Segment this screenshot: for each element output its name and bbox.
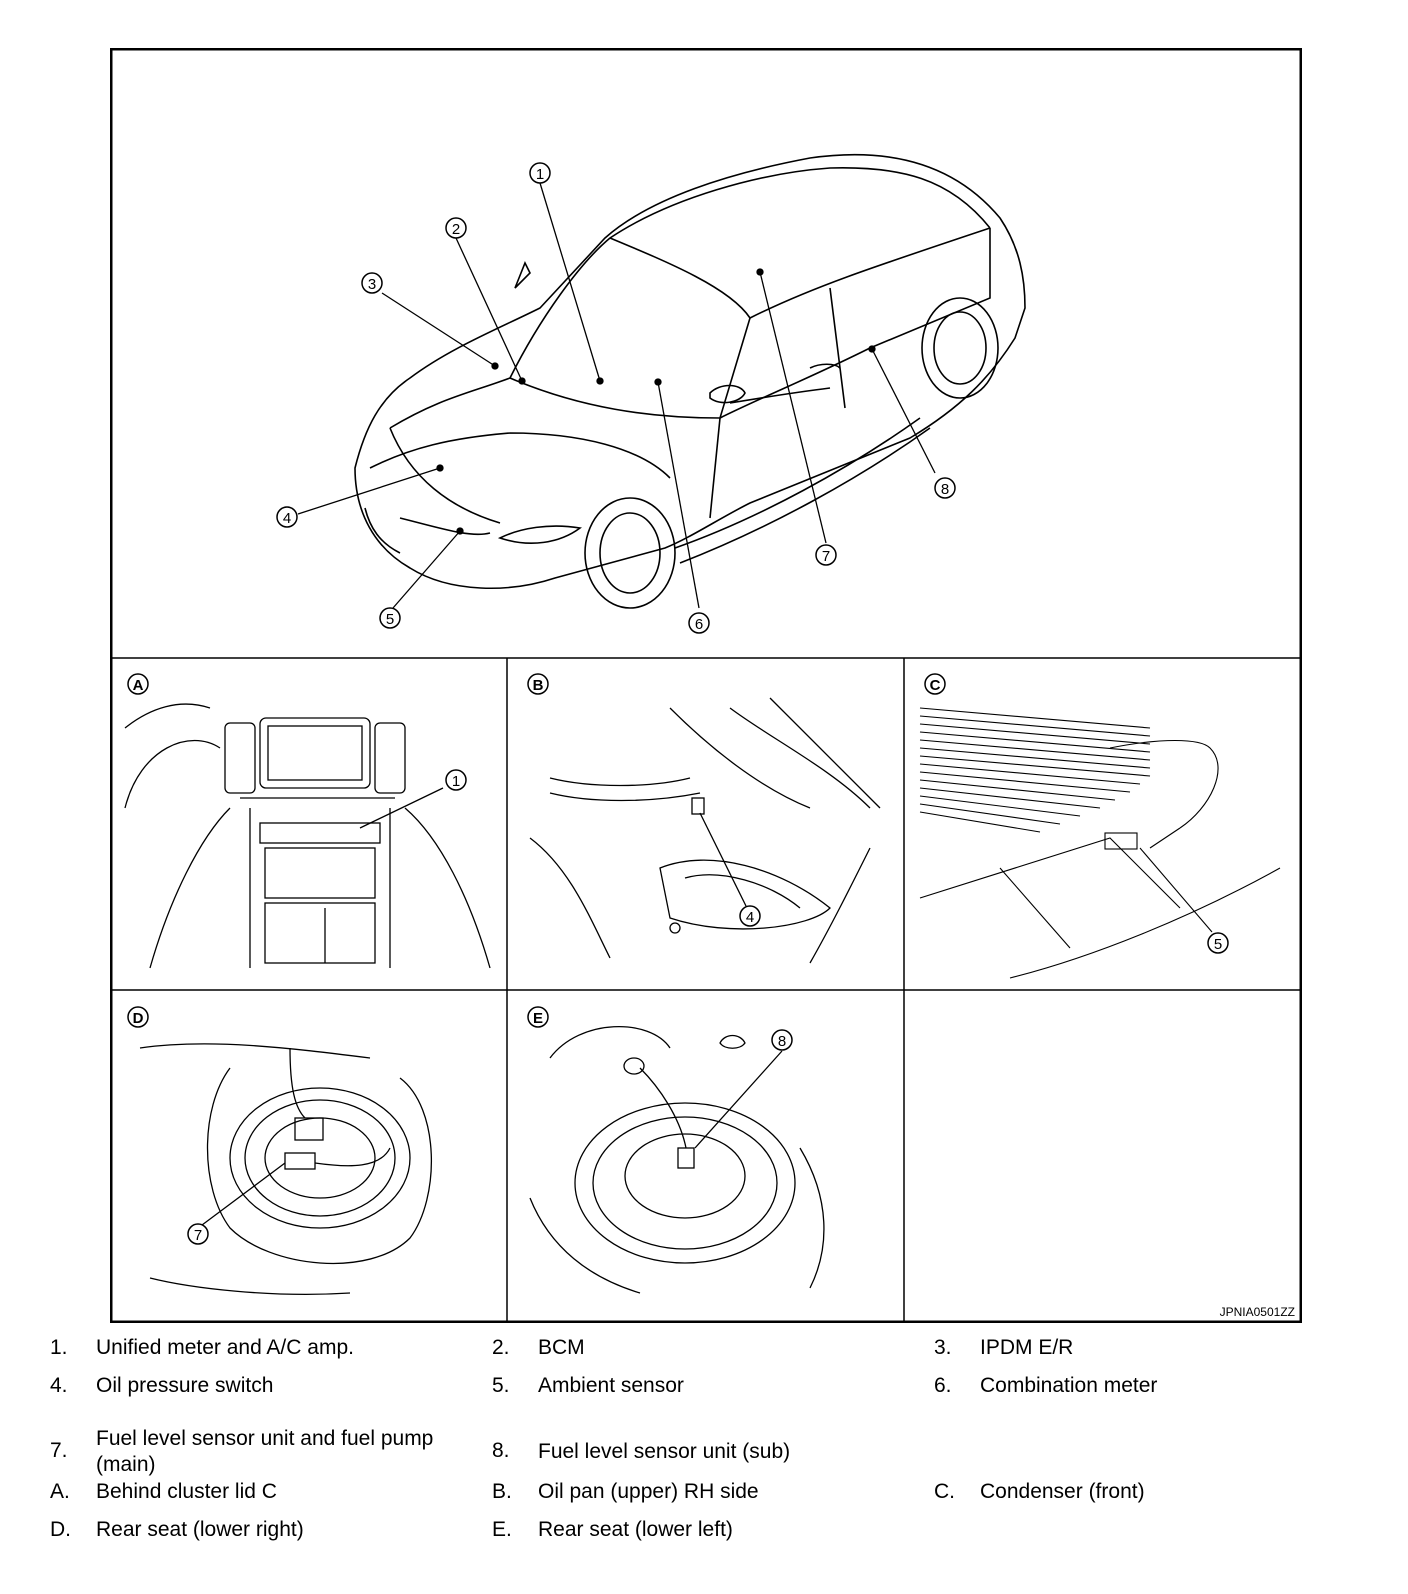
- legend-number: 3.: [934, 1336, 952, 1359]
- callout-5: 5: [379, 607, 401, 629]
- legend-text: Oil pressure switch: [96, 1374, 274, 1397]
- legend-text: Ambient sensor: [538, 1374, 684, 1397]
- legend-text: Fuel level sensor unit and fuel pump (ma…: [96, 1427, 434, 1476]
- panel-c-callout: 5: [1214, 936, 1222, 953]
- legend-text: Fuel level sensor unit (sub): [538, 1440, 791, 1463]
- panel-a-callout: 1: [452, 773, 460, 790]
- legend-number: 6.: [934, 1374, 952, 1397]
- callout-5-label: 5: [386, 611, 394, 628]
- panel-d-label: D: [133, 1010, 144, 1027]
- legend-row-2: 4. Oil pressure switch 5. Ambient sensor…: [0, 1374, 1408, 1426]
- legend-text: BCM: [538, 1336, 585, 1359]
- legend-number: 1.: [50, 1336, 68, 1359]
- panel-e-callout: 8: [778, 1033, 786, 1050]
- callout-7-label: 7: [822, 548, 830, 565]
- legend-number: 8.: [492, 1439, 510, 1462]
- callout-6-label: 6: [695, 616, 703, 633]
- legend-text: Combination meter: [980, 1374, 1158, 1397]
- legend-number: 5.: [492, 1374, 510, 1397]
- panel-c: C 5: [919, 673, 1281, 979]
- legend-row-3: 7. Fuel level sensor unit and fuel pump …: [0, 1426, 1408, 1486]
- panel-c-label: C: [930, 677, 941, 694]
- panel-d: D 7: [127, 1006, 432, 1295]
- component-location-figure: 1 2 3 4 5 6 7 8 A 1 B: [110, 48, 1302, 1323]
- legend-text: Rear seat (lower right): [96, 1518, 304, 1541]
- figure-code: JPNIA0501ZZ: [1220, 1305, 1295, 1319]
- callout-8: 8: [934, 477, 956, 499]
- legend-letter: E.: [492, 1518, 512, 1541]
- panel-d-callout: 7: [194, 1227, 202, 1244]
- panel-a: A 1: [124, 673, 491, 969]
- panel-b-label: B: [533, 677, 544, 694]
- legend-number: 7.: [50, 1439, 68, 1462]
- callout-4-label: 4: [283, 510, 291, 527]
- legend-text: Oil pan (upper) RH side: [538, 1480, 759, 1503]
- legend-row-5: D. Rear seat (lower right) E. Rear seat …: [0, 1518, 1408, 1570]
- legend-row-1: 1. Unified meter and A/C amp. 2. BCM 3. …: [0, 1336, 1408, 1388]
- panel-e-label: E: [533, 1010, 543, 1027]
- callout-3: 3: [361, 272, 383, 294]
- legend-text: Condenser (front): [980, 1480, 1145, 1503]
- callout-6: 6: [688, 612, 710, 634]
- legend-number: 4.: [50, 1374, 68, 1397]
- callout-7: 7: [815, 544, 837, 566]
- panel-b-callout: 4: [746, 909, 754, 926]
- panel-a-label: A: [133, 677, 144, 694]
- callout-leaders: [297, 182, 936, 609]
- callout-2: 2: [445, 217, 467, 239]
- legend-letter: D.: [50, 1518, 71, 1541]
- callout-2-label: 2: [452, 221, 460, 238]
- legend-text: Rear seat (lower left): [538, 1518, 733, 1541]
- legend-text: IPDM E/R: [980, 1336, 1074, 1359]
- callout-3-label: 3: [368, 276, 376, 293]
- car-illustration: [354, 153, 1026, 609]
- panel-b: B 4: [527, 673, 881, 964]
- legend-letter: C.: [934, 1480, 955, 1503]
- legend-text: Unified meter and A/C amp.: [96, 1336, 354, 1359]
- callout-8-label: 8: [941, 481, 949, 498]
- callout-1: 1: [529, 162, 551, 184]
- legend-text: Behind cluster lid C: [96, 1480, 277, 1503]
- callout-1-label: 1: [536, 166, 544, 183]
- panel-e: E 8: [527, 1006, 825, 1294]
- figure-frame: [110, 48, 1302, 1323]
- legend-row-4: A. Behind cluster lid C B. Oil pan (uppe…: [0, 1480, 1408, 1532]
- callout-4: 4: [276, 506, 298, 528]
- legend-letter: B.: [492, 1480, 512, 1503]
- legend-letter: A.: [50, 1480, 70, 1503]
- legend-number: 2.: [492, 1336, 510, 1359]
